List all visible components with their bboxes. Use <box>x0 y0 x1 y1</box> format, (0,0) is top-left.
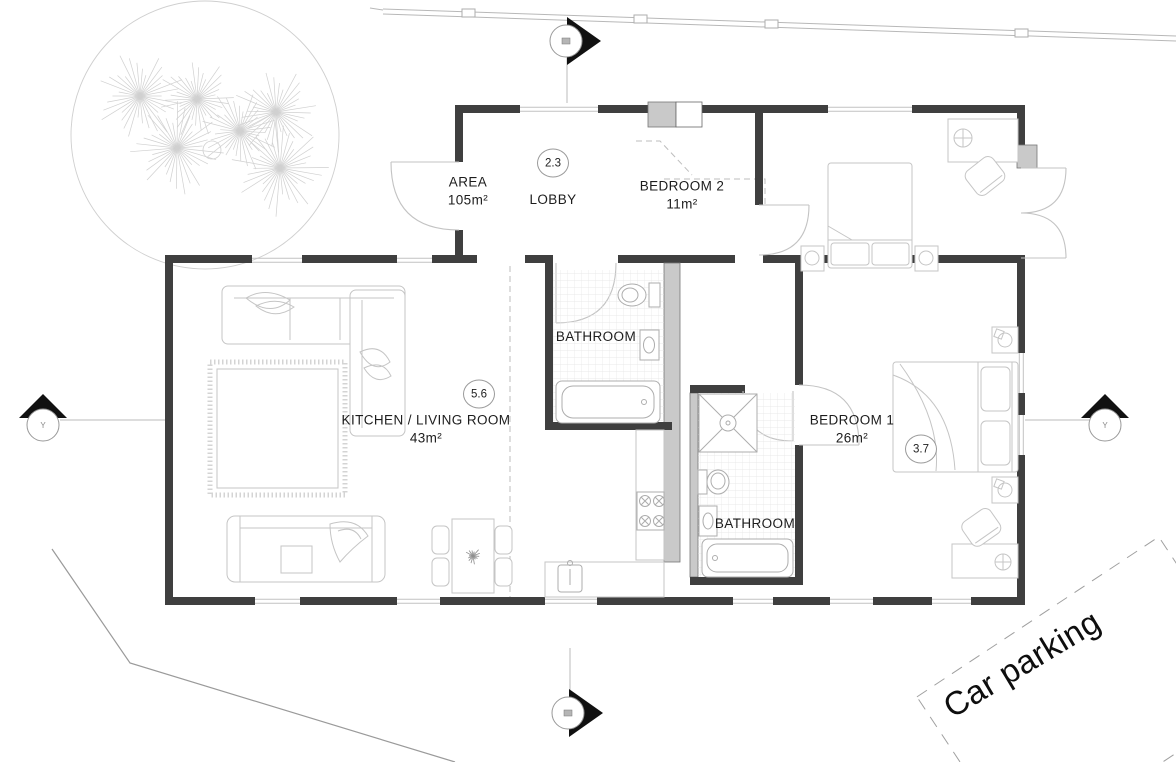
section-marker-left: Y <box>19 394 165 442</box>
site-fence-top <box>369 7 1176 42</box>
dimension-badge: 3.7 <box>905 434 937 464</box>
dimension-badge: 5.6 <box>463 379 495 409</box>
tree <box>70 0 340 270</box>
section-marker-right: Y <box>1025 394 1129 442</box>
chair-bedroom2 <box>964 156 1006 196</box>
section-marker-top <box>549 17 601 103</box>
rug <box>207 359 348 498</box>
bathtub <box>555 380 661 424</box>
room-label-bathroom-2: BATHROOM <box>714 516 796 532</box>
room-label-kitchen-living: KITCHEN / LIVING ROOM 43m² <box>341 412 511 445</box>
toilet <box>617 282 661 308</box>
room-label-bedroom1: BEDROOM 1 26m² <box>809 412 895 445</box>
bedroom2-furniture <box>800 118 1019 272</box>
nightstand <box>800 245 825 272</box>
nightstand <box>991 326 1019 354</box>
plan-area-label: AREA 105m² <box>448 173 488 208</box>
plan-area-title: AREA <box>448 174 488 190</box>
bedroom2-door <box>758 204 810 256</box>
sofa-south <box>226 515 386 583</box>
section-marker-bottom <box>551 648 603 737</box>
room-label-bedroom2: BEDROOM 2 11m² <box>639 178 725 211</box>
desk-bedroom2 <box>947 118 1019 163</box>
plan-area-value: 105m² <box>447 192 489 207</box>
kitchen-fixtures <box>544 429 665 598</box>
windows <box>252 106 1024 604</box>
bathtub <box>701 538 794 578</box>
bathroom1-fixtures <box>555 282 661 424</box>
sofa-corner <box>221 285 406 437</box>
chair-bedroom1 <box>961 508 1002 547</box>
dimension-badge: 2.3 <box>537 148 569 178</box>
chimney-block-2 <box>1016 144 1038 169</box>
room-label-lobby: LOBBY <box>529 192 577 208</box>
nightstand <box>914 245 939 272</box>
section-marker-right-label: Y <box>1102 421 1108 430</box>
sink <box>698 505 718 537</box>
stove <box>636 491 665 531</box>
bedroom1-door <box>798 384 860 446</box>
nightstand <box>991 476 1019 504</box>
section-marker-left-label: Y <box>40 421 46 430</box>
bathroom2-fixtures <box>697 393 794 578</box>
french-doors <box>1020 167 1067 259</box>
kitchen-sink <box>557 560 583 593</box>
sink <box>639 329 660 361</box>
bathroom2-west-wall <box>689 392 699 578</box>
room-label-bathroom-1: BATHROOM <box>555 329 637 345</box>
entrance-door <box>390 161 460 231</box>
desk-bedroom1 <box>951 543 1019 579</box>
dining-set <box>431 518 513 594</box>
bed-bedroom2 <box>827 162 913 269</box>
chimney-block <box>647 101 677 128</box>
toilet <box>697 469 730 495</box>
shower <box>698 393 758 453</box>
kitchen-east-wall <box>663 262 681 563</box>
site-boundary <box>51 548 456 762</box>
counter-south <box>544 561 665 598</box>
